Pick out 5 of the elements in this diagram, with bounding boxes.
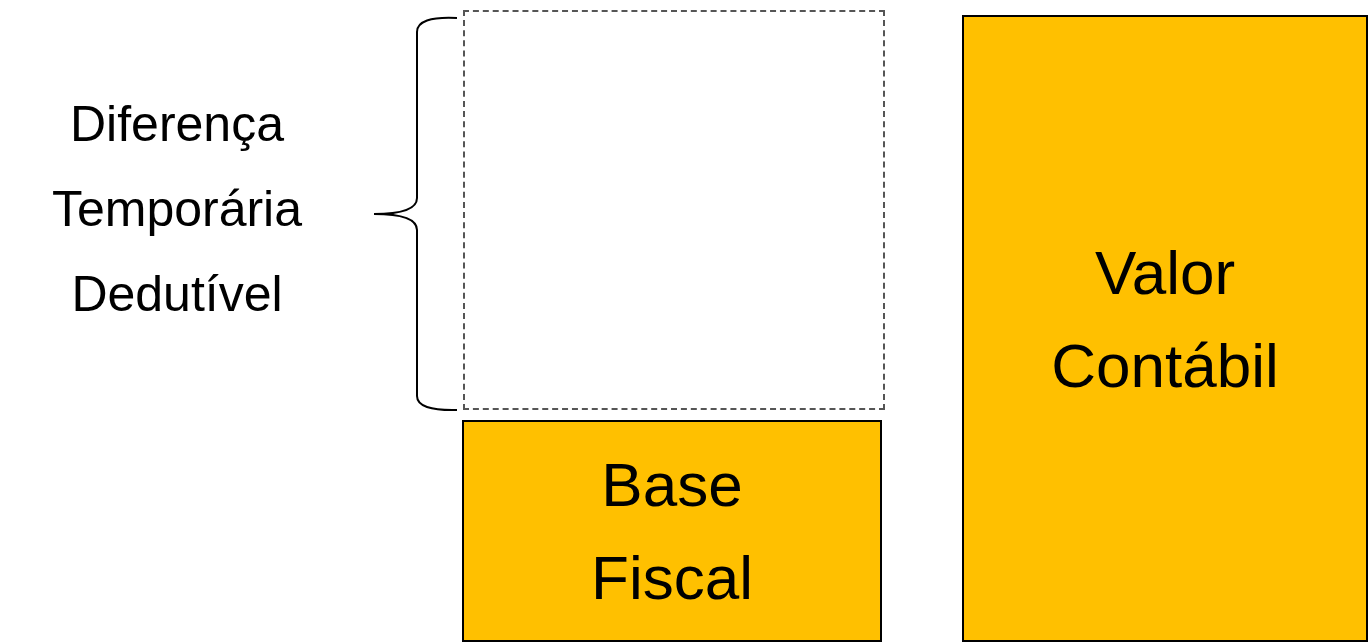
- brace-label: Diferença Temporária Dedutível: [50, 95, 304, 324]
- bar-label: Base Fiscal: [590, 449, 754, 614]
- base-bar: [462, 420, 882, 642]
- value-bar: [962, 15, 1368, 642]
- bar-label: Valor Contábil: [1050, 236, 1280, 402]
